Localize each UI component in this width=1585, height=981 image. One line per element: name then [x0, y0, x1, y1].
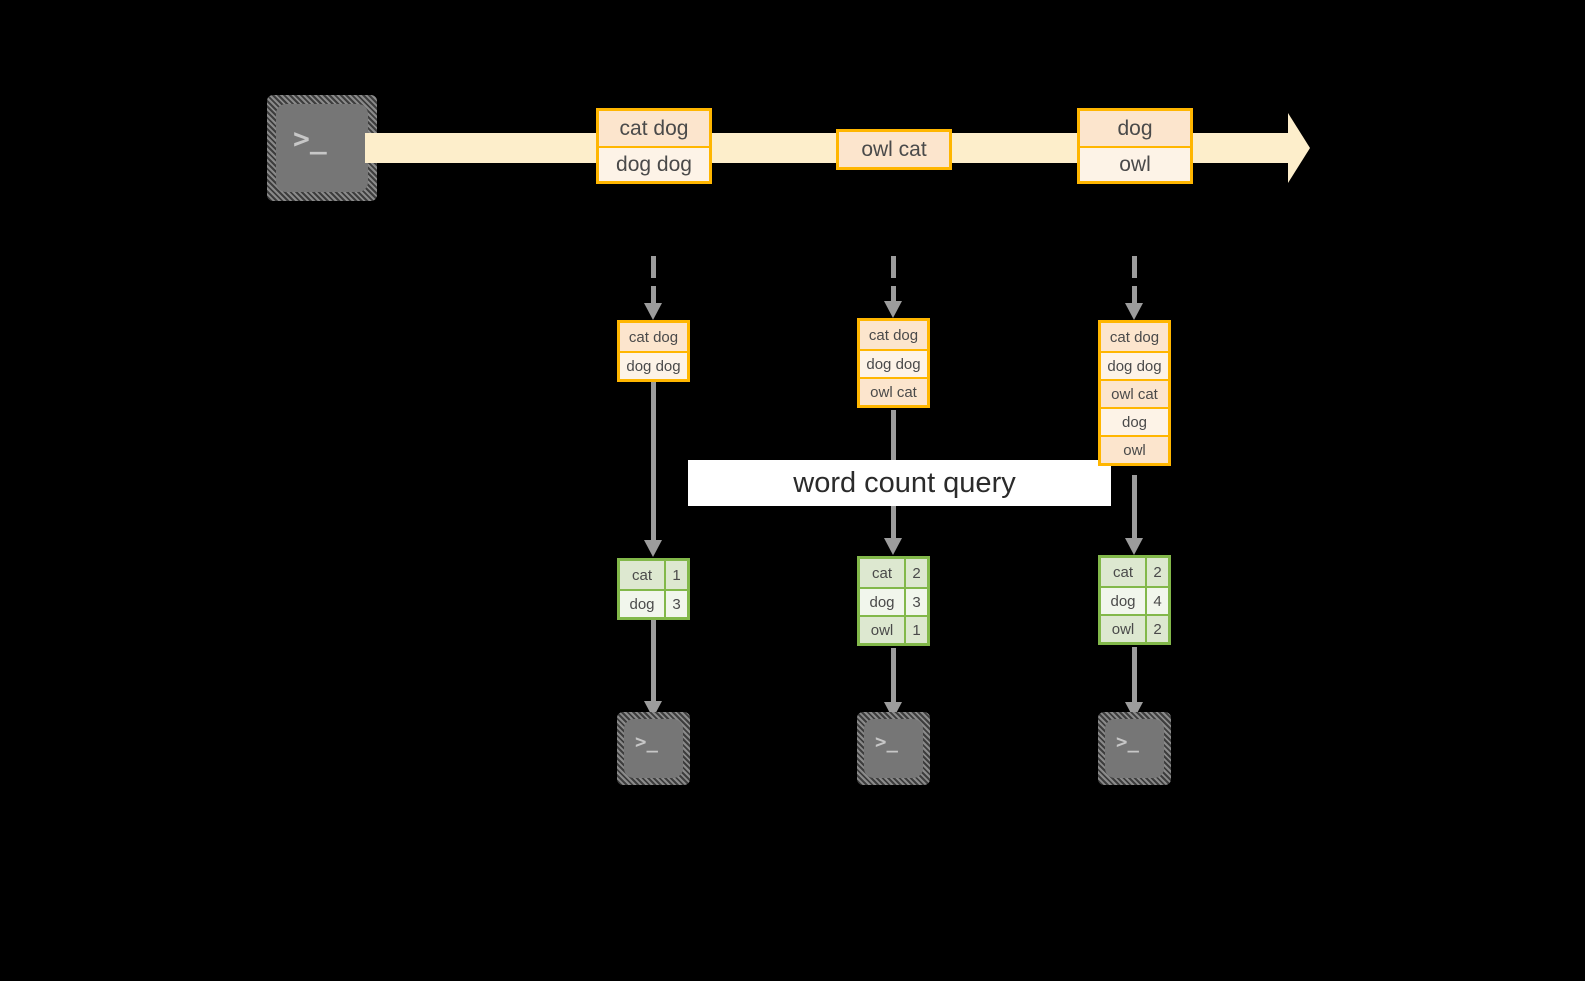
arrow-dash-segment	[1132, 256, 1137, 278]
terminal-prompt-glyph: >_	[875, 731, 898, 753]
result-count: 2	[904, 559, 927, 587]
terminal-face	[1105, 719, 1164, 778]
result-count: 3	[664, 591, 687, 617]
snapshot-3-input-row: owl	[1101, 435, 1168, 463]
stream-record-1-line-2: dog dog	[599, 146, 709, 181]
arrow-shaft	[891, 286, 896, 303]
snapshot-2-sink-terminal-icon: >_	[857, 712, 930, 785]
terminal-prompt-glyph: >_	[293, 122, 327, 155]
stream-record-2-line-1: owl cat	[861, 137, 927, 161]
table-row: dog 4	[1101, 586, 1168, 614]
arrow-shaft	[651, 286, 656, 304]
snapshot-3-result-table: cat 2 dog 4 owl 2	[1098, 555, 1171, 645]
table-row: dog 3	[860, 587, 927, 615]
stream-record-1: cat dog dog dog	[596, 108, 712, 184]
arrow-dash-segment	[891, 256, 896, 278]
stream-arrow-head	[1288, 113, 1310, 183]
query-label-band: word count query	[688, 460, 1111, 506]
snapshot-3-input-row: dog	[1101, 407, 1168, 435]
result-word: cat	[1101, 558, 1145, 586]
result-word: dog	[860, 589, 904, 615]
terminal-face	[276, 104, 368, 192]
table-row: owl 1	[860, 615, 927, 643]
arrow-head	[644, 540, 662, 557]
result-word: cat	[860, 559, 904, 587]
result-word: owl	[860, 617, 904, 643]
stream-record-2: owl cat	[836, 129, 952, 170]
arrow-dash-segment	[651, 256, 656, 278]
result-word: cat	[620, 561, 664, 589]
arrow-shaft	[891, 648, 896, 711]
arrow-shaft	[651, 620, 656, 710]
arrow-shaft	[1132, 286, 1137, 304]
snapshot-1-sink-terminal-icon: >_	[617, 712, 690, 785]
snapshot-2-input-row: cat dog	[868, 326, 919, 344]
stream-record-3: dog owl	[1077, 108, 1193, 184]
snapshot-3-input-stack: cat dog dog dog owl cat dog owl	[1098, 320, 1171, 466]
arrow-head	[884, 301, 902, 318]
arrow-shaft	[1132, 475, 1137, 547]
result-word: dog	[1101, 588, 1145, 614]
table-row: cat 1	[620, 561, 687, 589]
snapshot-1-result-table: cat 1 dog 3	[617, 558, 690, 620]
table-row: owl 2	[1101, 614, 1168, 642]
snapshot-1-input-stack: cat dog dog dog	[617, 320, 690, 382]
snapshot-3-input-row: cat dog	[1109, 328, 1160, 346]
table-row: cat 2	[1101, 558, 1168, 586]
terminal-face	[624, 719, 683, 778]
snapshot-2-input-row: dog dog	[860, 349, 927, 377]
snapshot-2-result-table: cat 2 dog 3 owl 1	[857, 556, 930, 646]
result-count: 2	[1145, 616, 1168, 642]
terminal-face	[864, 719, 923, 778]
source-terminal-icon: >_	[267, 95, 377, 201]
snapshot-3-sink-terminal-icon: >_	[1098, 712, 1171, 785]
result-count: 1	[904, 617, 927, 643]
snapshot-2-input-stack: cat dog dog dog owl cat	[857, 318, 930, 408]
snapshot-1-input-row: dog dog	[620, 351, 687, 379]
stream-record-3-line-1: dog	[1117, 116, 1153, 140]
snapshot-1-input-row: cat dog	[628, 328, 679, 346]
snapshot-3-input-row: owl cat	[1101, 379, 1168, 407]
result-word: dog	[620, 591, 664, 617]
arrow-shaft	[651, 382, 656, 549]
stream-record-1-line-1: cat dog	[619, 116, 689, 140]
snapshot-3-input-row: dog dog	[1101, 351, 1168, 379]
terminal-prompt-glyph: >_	[1116, 731, 1139, 753]
arrow-head	[1125, 538, 1143, 555]
table-row: cat 2	[860, 559, 927, 587]
result-count: 3	[904, 589, 927, 615]
result-word: owl	[1101, 616, 1145, 642]
arrow-shaft	[1132, 647, 1137, 711]
result-count: 4	[1145, 588, 1168, 614]
arrow-head	[644, 303, 662, 320]
table-row: dog 3	[620, 589, 687, 617]
arrow-head	[1125, 303, 1143, 320]
terminal-prompt-glyph: >_	[635, 731, 658, 753]
stream-record-3-line-2: owl	[1080, 146, 1190, 181]
snapshot-2-input-row: owl cat	[860, 377, 927, 405]
result-count: 1	[664, 561, 687, 589]
query-label-text: word count query	[793, 466, 1016, 499]
arrow-head	[884, 538, 902, 555]
result-count: 2	[1145, 558, 1168, 586]
